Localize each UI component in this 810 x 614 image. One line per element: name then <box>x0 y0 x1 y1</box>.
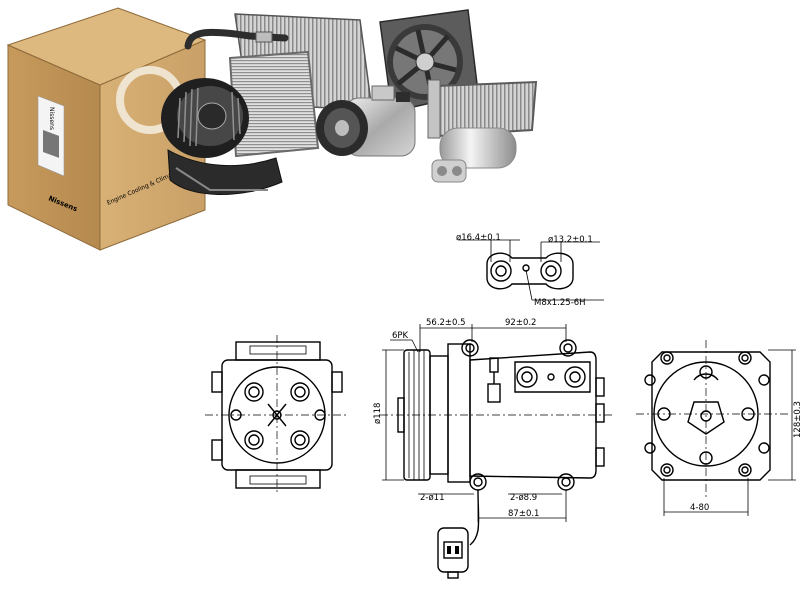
fitting-detail: ø16.4±0.1 ø13.2±0.1 M8x1.25-6H <box>456 233 604 308</box>
holes-8-9: 2-ø8.9 <box>510 493 537 503</box>
cardboard-box: Nissens Nissens Engine Cooling & Climate <box>6 7 207 251</box>
side-view-center: 56.2±0.5 92±0.2 6PK ø118 2-ø11 2-ø8.9 87… <box>373 318 612 579</box>
fitting-right-dim: ø13.2±0.1 <box>548 235 593 245</box>
pulley-diameter: ø118 <box>373 403 383 424</box>
receiver-drier <box>431 127 517 183</box>
height-dim: 128±0.3 <box>793 401 803 438</box>
width-dim: 4-80 <box>690 503 709 513</box>
fitting-left-dim: ø16.4±0.1 <box>456 233 501 243</box>
parts-collage: Nissens Nissens Engine Cooling & Climate <box>6 7 538 251</box>
rear-view-right: 128±0.3 4-80 <box>636 340 803 516</box>
dim-87: 87±0.1 <box>508 509 539 519</box>
technical-drawing: ø16.4±0.1 ø13.2±0.1 M8x1.25-6H <box>205 233 803 579</box>
dim-92: 92±0.2 <box>505 318 536 328</box>
compressor-photo <box>316 85 416 157</box>
ac-hose <box>184 28 289 50</box>
thread-spec: M8x1.25-6H <box>534 298 586 308</box>
belt-type: 6PK <box>392 331 409 341</box>
front-view-left <box>205 335 348 495</box>
holes-11: 2-ø11 <box>420 493 445 503</box>
label-brand: Nissens <box>48 107 55 130</box>
blower-motor <box>161 78 283 195</box>
dim-56: 56.2±0.5 <box>426 318 466 328</box>
